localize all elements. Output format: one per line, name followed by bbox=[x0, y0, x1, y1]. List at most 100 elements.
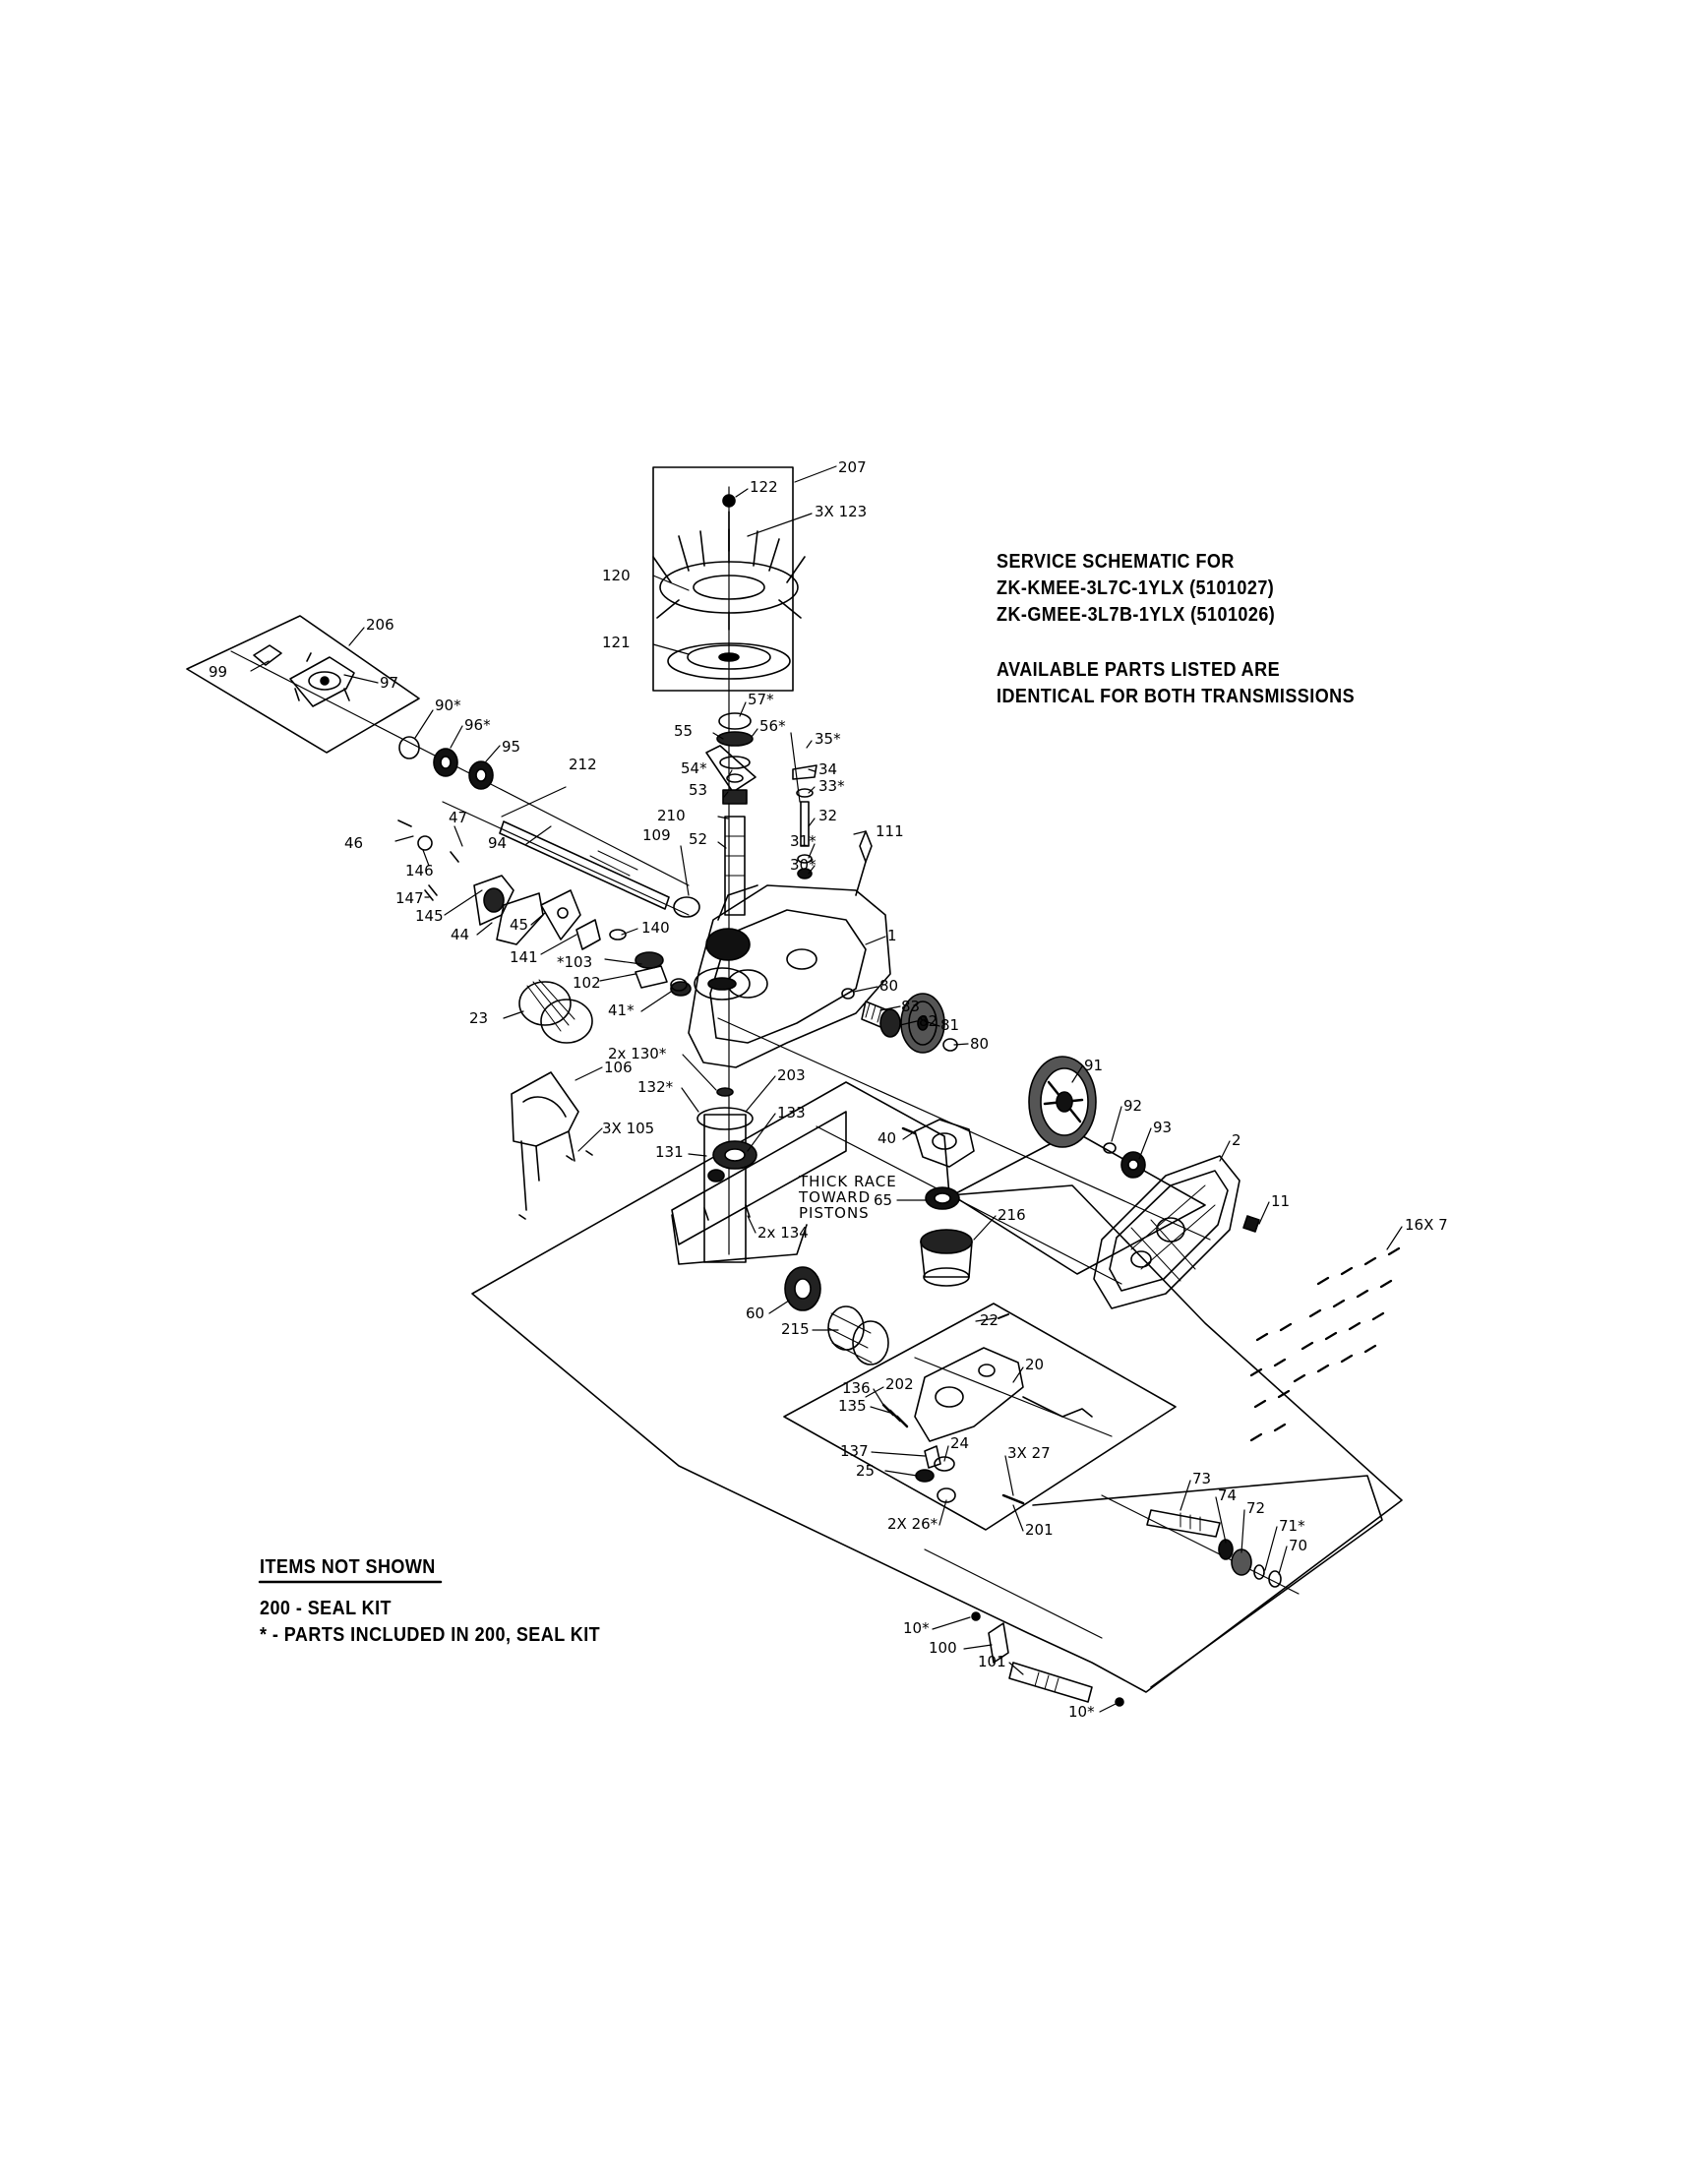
part-label: 47 bbox=[449, 809, 467, 826]
control-arm-stack bbox=[792, 764, 873, 896]
part-label: 41* bbox=[608, 1001, 635, 1019]
part-label: 1 bbox=[887, 927, 897, 944]
wheel-hub bbox=[253, 644, 355, 707]
part-label: 3X 27 bbox=[1007, 1444, 1051, 1462]
part-label: 53 bbox=[689, 781, 707, 799]
assembly-note-line: TOWARD bbox=[798, 1188, 871, 1206]
part-label: 216 bbox=[998, 1206, 1026, 1224]
part-label: 109 bbox=[642, 826, 671, 844]
part-label: 11 bbox=[1271, 1192, 1290, 1210]
part-label: 146 bbox=[405, 862, 434, 880]
part-label: 46 bbox=[344, 834, 363, 852]
cover-screws bbox=[1249, 1246, 1401, 1442]
part-label: 80 bbox=[970, 1035, 989, 1053]
valves-135-136 bbox=[881, 1403, 909, 1428]
screw-11 bbox=[1242, 1215, 1260, 1233]
part-label: 72 bbox=[1246, 1499, 1265, 1517]
assembly-note-line: PISTONS bbox=[799, 1204, 870, 1222]
bearing-74 bbox=[1218, 1539, 1234, 1560]
wheel-hub-kit-frame bbox=[186, 615, 420, 754]
part-label: 83 bbox=[901, 998, 920, 1015]
schematic-note: AVAILABLE PARTS LISTED ARE IDENTICAL FOR… bbox=[997, 657, 1355, 710]
ring-70 bbox=[1268, 1570, 1282, 1588]
axle-shaft bbox=[499, 820, 670, 910]
schematic-title: SERVICE SCHEMATIC FOR ZK-KMEE-3L7C-1YLX … bbox=[997, 549, 1275, 629]
washer-92 bbox=[1103, 1142, 1117, 1154]
part-label: 23 bbox=[469, 1009, 488, 1027]
items-not-shown-list: 200 - SEAL KIT * - PARTS INCLUDED IN 200… bbox=[260, 1596, 600, 1649]
cap-137 bbox=[924, 1445, 941, 1469]
seal-kit-frame-203 bbox=[671, 1111, 847, 1245]
part-label: 34 bbox=[818, 760, 837, 778]
part-label: 97 bbox=[380, 674, 398, 692]
oring-25 bbox=[915, 1469, 935, 1483]
part-label: 70 bbox=[1289, 1537, 1307, 1554]
part-label: 101 bbox=[978, 1653, 1006, 1670]
part-label: 92 bbox=[1123, 1097, 1142, 1115]
part-label: 3X 123 bbox=[815, 503, 867, 520]
part-label: 16X 7 bbox=[1405, 1216, 1448, 1234]
part-label: 71* bbox=[1279, 1517, 1305, 1535]
part-label: 212 bbox=[569, 756, 597, 773]
part-label: 32 bbox=[818, 807, 837, 824]
part-label: 206 bbox=[366, 616, 394, 634]
part-label: 95 bbox=[502, 738, 520, 756]
part-label: 74 bbox=[1218, 1486, 1237, 1504]
part-label: 81 bbox=[940, 1016, 959, 1034]
part-label: 140 bbox=[641, 919, 670, 937]
part-label: 132* bbox=[637, 1078, 674, 1096]
end-cap-frame bbox=[951, 1130, 1206, 1275]
main-housing-outline bbox=[471, 1081, 1403, 1693]
part-label: 3X 105 bbox=[602, 1120, 654, 1137]
transmission-housing bbox=[688, 884, 891, 1068]
part-label: 2x 130* bbox=[608, 1045, 667, 1062]
part-label: 25 bbox=[856, 1462, 875, 1480]
input-shaft-101 bbox=[1008, 1662, 1093, 1703]
part-label: 106 bbox=[604, 1059, 633, 1076]
part-label: 100 bbox=[929, 1639, 957, 1657]
part-label: 10* bbox=[903, 1619, 930, 1637]
part-label: 111 bbox=[876, 822, 904, 840]
part-label: 24 bbox=[950, 1434, 969, 1452]
pump-shaft-73 bbox=[1146, 1509, 1221, 1538]
part-label: 54* bbox=[681, 759, 707, 777]
part-label: *103 bbox=[557, 953, 592, 971]
part-label: 2X 26* bbox=[887, 1515, 938, 1533]
part-label: 147 bbox=[395, 889, 424, 907]
part-label: 45 bbox=[510, 916, 528, 934]
items-not-shown-line: * - PARTS INCLUDED IN 200, SEAL KIT bbox=[260, 1624, 601, 1646]
schematic-title-line: SERVICE SCHEMATIC FOR bbox=[997, 551, 1235, 573]
part-label: 201 bbox=[1025, 1521, 1054, 1539]
fan-pulley bbox=[667, 642, 791, 680]
center-shaft-stack bbox=[716, 712, 754, 916]
seal-71 bbox=[1253, 1564, 1265, 1580]
part-label: 210 bbox=[657, 807, 686, 824]
schematic-note-line: IDENTICAL FOR BOTH TRANSMISSIONS bbox=[997, 686, 1356, 707]
part-label: 96* bbox=[464, 716, 491, 734]
schematic-note-line: AVAILABLE PARTS LISTED ARE bbox=[997, 659, 1281, 681]
part-label: 40 bbox=[877, 1129, 896, 1147]
lower-seals bbox=[696, 1087, 757, 1221]
part-label: 121 bbox=[602, 634, 631, 651]
part-label: 80 bbox=[879, 977, 898, 995]
center-section-frame bbox=[705, 745, 756, 793]
plug-24 bbox=[934, 1456, 955, 1472]
part-label: 31* bbox=[790, 832, 817, 850]
part-label: 120 bbox=[602, 567, 631, 584]
gear-72 bbox=[1231, 1548, 1252, 1576]
part-label: 73 bbox=[1192, 1470, 1211, 1487]
oil-filter bbox=[518, 979, 593, 1044]
part-label: 207 bbox=[838, 458, 867, 476]
schematic-title-line: ZK-KMEE-3L7C-1YLX (5101027) bbox=[997, 577, 1275, 599]
axle-kit-frame bbox=[1032, 1475, 1383, 1688]
part-label: 99 bbox=[209, 663, 227, 681]
part-label: 30* bbox=[790, 856, 817, 874]
part-label: 35* bbox=[815, 730, 841, 748]
part-label: 90* bbox=[435, 697, 461, 714]
part-label: 56* bbox=[759, 717, 786, 735]
part-label: 93 bbox=[1153, 1119, 1172, 1136]
part-label: 57* bbox=[748, 691, 774, 708]
part-label: 145 bbox=[415, 907, 444, 925]
part-label: 133 bbox=[777, 1104, 806, 1122]
part-label: 135 bbox=[838, 1397, 867, 1415]
